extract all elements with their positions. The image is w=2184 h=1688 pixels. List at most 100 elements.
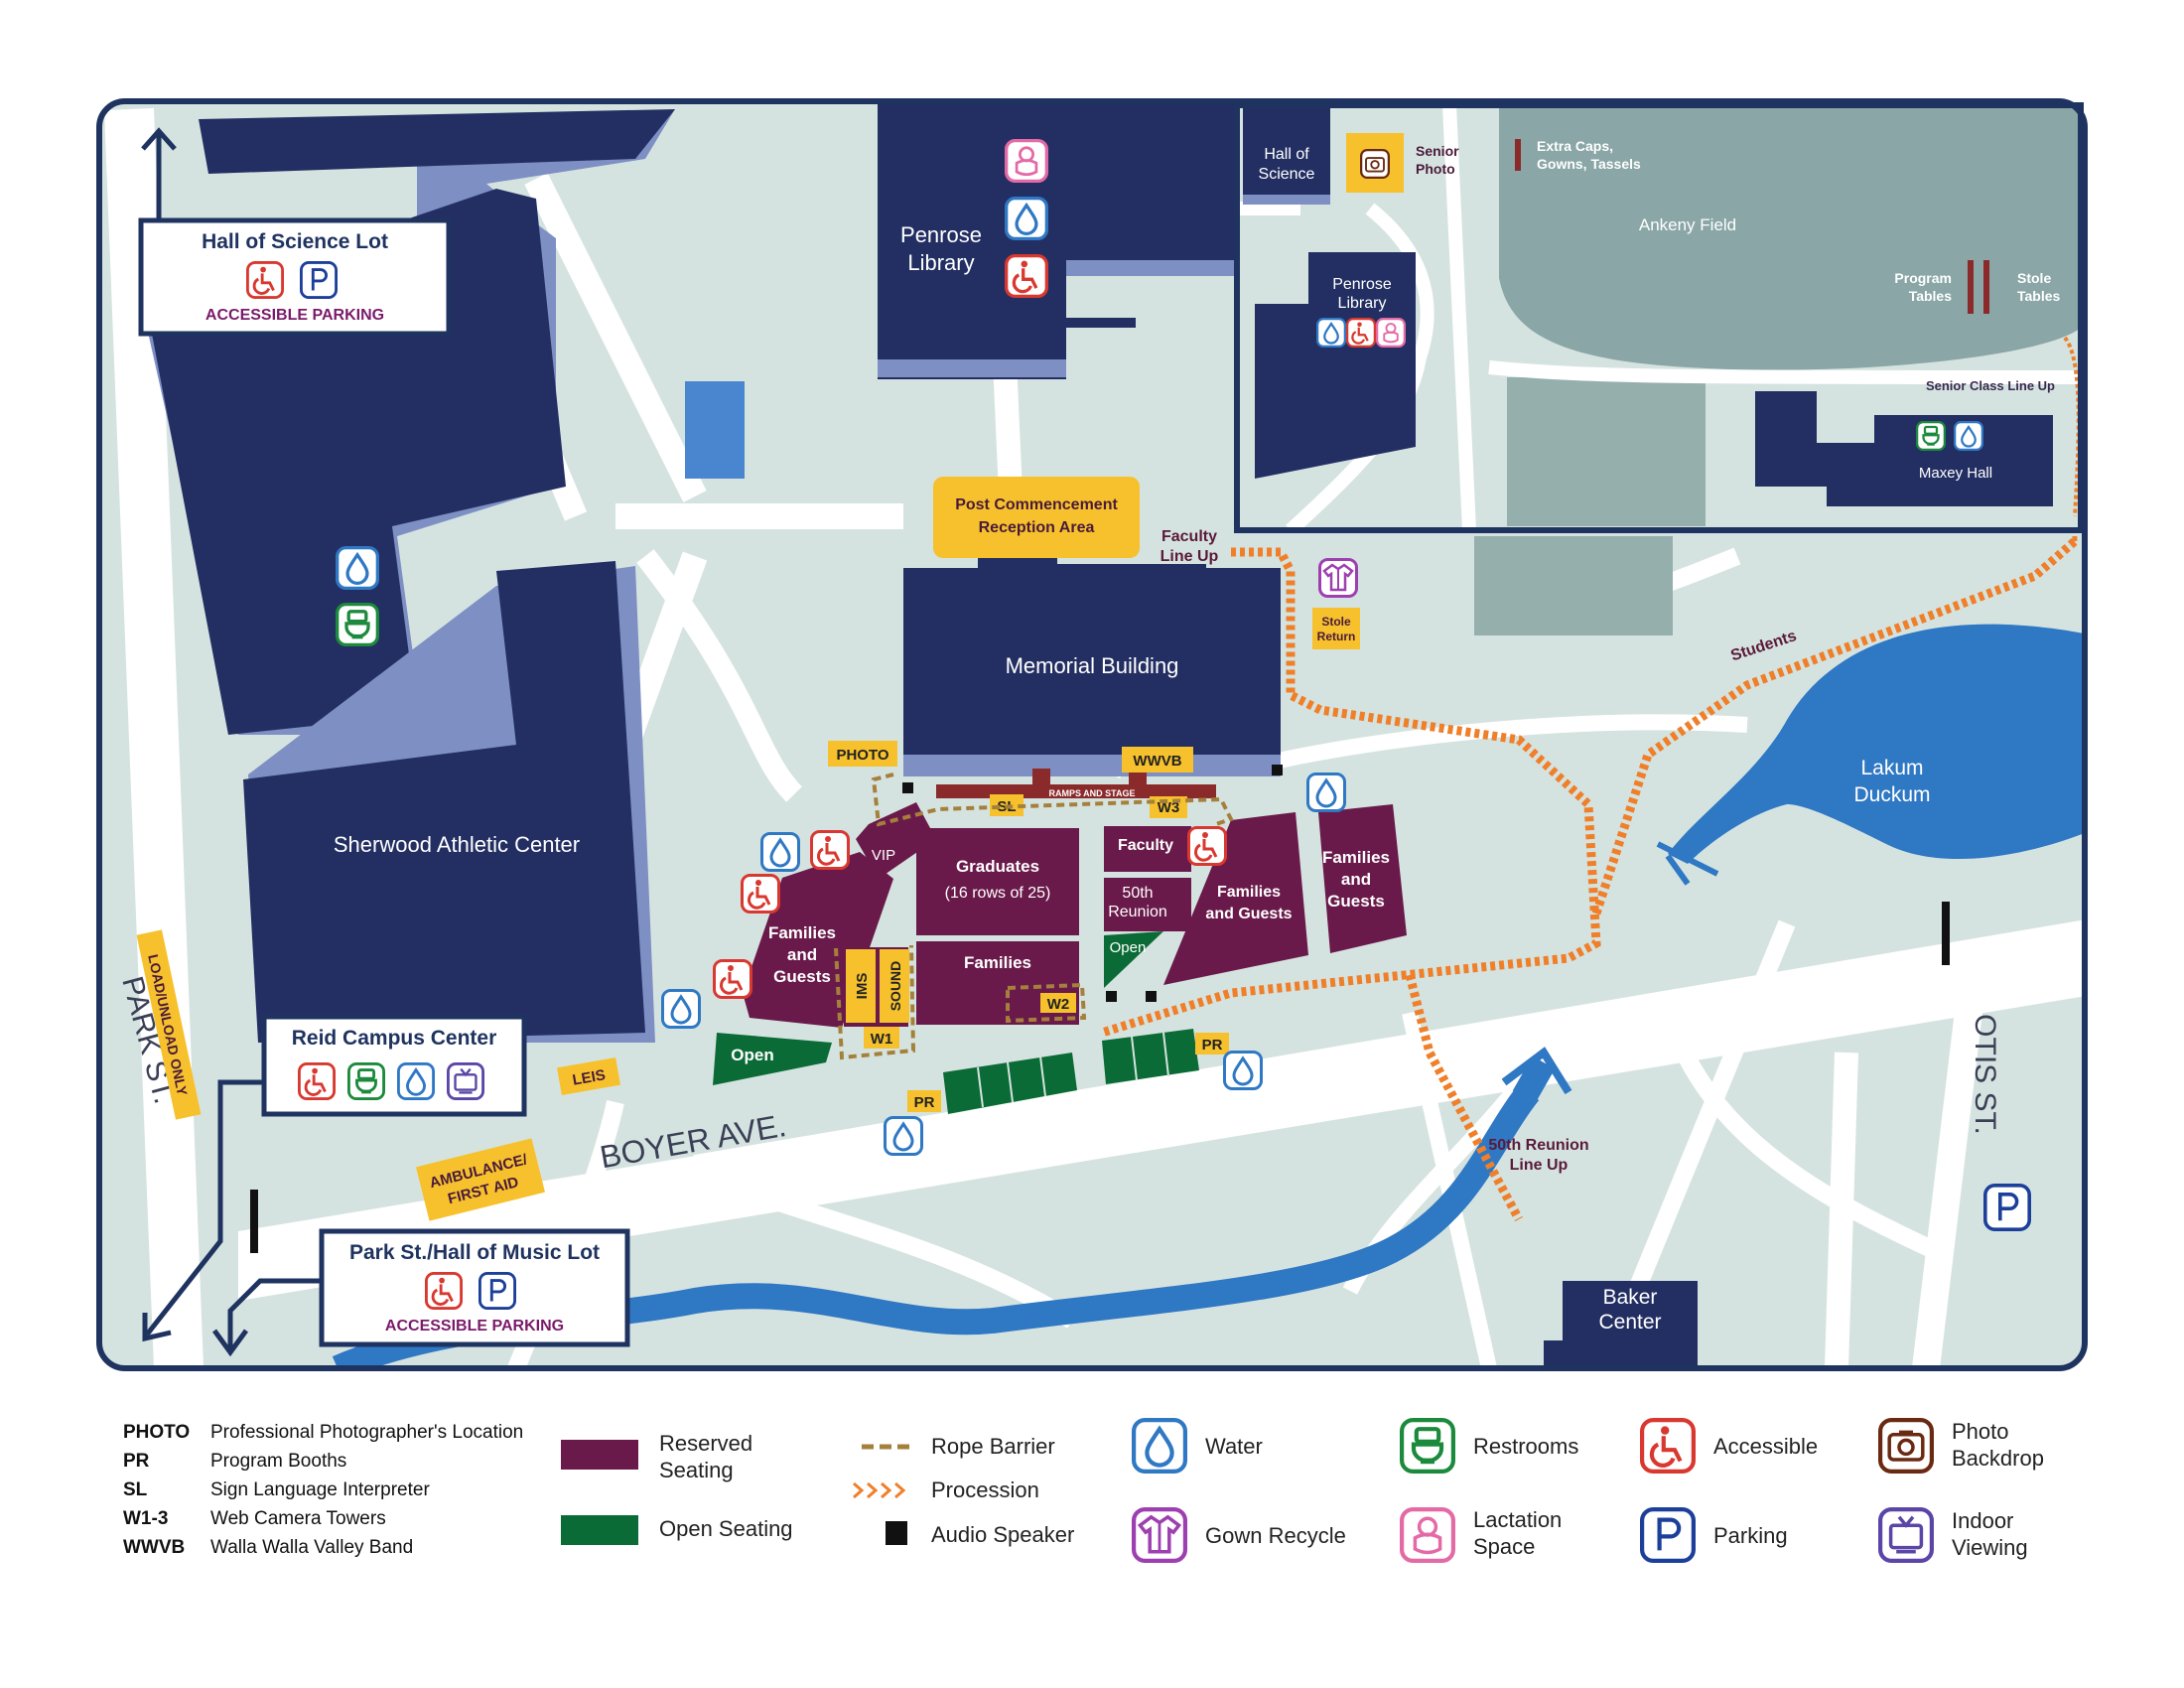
- ramps-label: RAMPS AND STAGE: [1048, 788, 1135, 798]
- ankeny-label: Ankeny Field: [1639, 215, 1736, 234]
- restroom-icon: [347, 1062, 385, 1100]
- fg-far-1: Families: [1322, 848, 1390, 867]
- lakum-label-2: Duckum: [1853, 783, 1930, 806]
- senior-photo-2: Photo: [1416, 161, 1455, 177]
- gown-recycle-icon: [1318, 558, 1358, 598]
- park-music-lot-box: Park St./Hall of Music Lot ACCESSIBLE PA…: [319, 1228, 630, 1347]
- reception-label-2: Reception Area: [979, 519, 1095, 536]
- street-barrier-left: [250, 1190, 258, 1253]
- stole-return-1: Stole: [1321, 615, 1351, 629]
- stole-tables-1: Stole: [2017, 270, 2051, 286]
- stole-tables-2: Tables: [2017, 288, 2061, 304]
- accessible-icon: [1005, 254, 1048, 298]
- extra-caps-2: Gowns, Tassels: [1537, 156, 1641, 172]
- sherwood-label: Sherwood Athletic Center: [334, 832, 580, 857]
- ankeny-field: [1499, 107, 2079, 370]
- inset-hos-2: Science: [1259, 166, 1315, 183]
- reception-area: [933, 477, 1140, 558]
- families-center-label: Families: [964, 953, 1031, 972]
- audio-speakers: [902, 765, 1283, 1002]
- families-guests-far-right: [1318, 804, 1407, 953]
- reunion-label-1: 50th: [1122, 885, 1153, 902]
- arrow-music-lot: [227, 1278, 334, 1348]
- vip-label: VIP: [872, 847, 895, 864]
- street-barrier-right: [1942, 902, 1950, 965]
- w2-label: W2: [1047, 996, 1070, 1013]
- program-tables-1: Program: [1894, 270, 1952, 286]
- graduates-rows: (16 rows of 25): [945, 885, 1051, 902]
- open-seating-left: [713, 1033, 832, 1085]
- fg-far-2: and: [1341, 870, 1371, 889]
- inset-penrose-1: Penrose: [1332, 276, 1392, 293]
- reunion-label-2: Reunion: [1108, 904, 1167, 920]
- fg-left-1: Families: [768, 923, 836, 942]
- inset-hall-of-science: [1243, 107, 1330, 195]
- accessible-icon: [1346, 318, 1376, 348]
- fg-far-3: Guests: [1327, 892, 1385, 911]
- legend-graphics: [561, 1420, 1932, 1561]
- penrose-library: Penrose Library: [878, 101, 1241, 379]
- lakum-label-1: Lakum: [1860, 757, 1923, 779]
- hall-of-science-lot-accessible: ACCESSIBLE PARKING: [205, 307, 384, 324]
- baker-label-1: Baker: [1603, 1286, 1658, 1309]
- senior-lineup-label: Senior Class Line Up: [1926, 378, 2055, 393]
- photo-tag: [828, 741, 897, 767]
- reception-label-1: Post Commencement: [955, 496, 1118, 513]
- rope-barriers: [834, 773, 1234, 1060]
- parking-icon: [1642, 1509, 1694, 1561]
- lactation-icon: [1402, 1509, 1453, 1561]
- otis-st-label: OTIS ST.: [1969, 1014, 2001, 1135]
- legend-reserved-swatch: [561, 1440, 638, 1470]
- inset-hos-1: Hall of: [1264, 146, 1309, 163]
- parking-icon: [300, 261, 338, 299]
- open-small: [1104, 931, 1163, 988]
- hall-of-science-lot-box: Hall of Science Lot ACCESSIBLE PARKING: [138, 217, 452, 337]
- park-music-lot-title: Park St./Hall of Music Lot: [349, 1241, 600, 1264]
- faculty-lineup-1: Faculty: [1161, 528, 1217, 545]
- baker-center: Baker Center: [1544, 1281, 1698, 1368]
- lactation-icon: [1005, 139, 1048, 183]
- fg-right-2: and Guests: [1205, 906, 1292, 922]
- memorial-label: Memorial Building: [1006, 653, 1179, 678]
- graduates-seating: [916, 828, 1079, 935]
- open-small-label: Open: [1110, 939, 1147, 956]
- direction-arrows: [141, 127, 334, 1357]
- fg-left-2: and: [787, 945, 817, 964]
- photo-backdrop-icon: [1360, 149, 1390, 179]
- stole-return-tag: [1312, 608, 1360, 649]
- pr-label-left: PR: [914, 1094, 935, 1111]
- inset-penrose: [1255, 252, 1416, 479]
- restroom-icon: [1402, 1420, 1453, 1472]
- water-icon: [661, 989, 701, 1029]
- inset-map: Hall of Science Senior Photo Extra Caps,…: [1234, 102, 2084, 533]
- water-icon: [884, 1116, 923, 1156]
- parking-icon: [478, 1272, 516, 1310]
- boyer-ave-road: [238, 923, 2085, 1301]
- photo-label: PHOTO: [836, 747, 888, 764]
- water-icon: [1134, 1420, 1185, 1472]
- wwvb-label: WWVB: [1133, 753, 1181, 770]
- leis-tag: LEIS: [557, 1057, 620, 1095]
- reunion-seating: [1104, 878, 1191, 931]
- reunion-lineup-2: Line Up: [1510, 1157, 1569, 1174]
- pr-label-right: PR: [1202, 1037, 1223, 1054]
- penrose-label-2: Library: [907, 250, 974, 275]
- sound-label: SOUND: [887, 961, 903, 1012]
- water-icon: [397, 1062, 435, 1100]
- restroom-icon: [336, 603, 379, 646]
- ims-tag: [846, 949, 876, 1023]
- reid-campus-center-box: Reid Campus Center: [261, 1014, 527, 1117]
- water-icon: [1223, 1051, 1263, 1090]
- fg-right-1: Families: [1217, 884, 1281, 901]
- fg-left-3: Guests: [773, 967, 831, 986]
- sound-tag: [880, 949, 909, 1023]
- extra-caps-1: Extra Caps,: [1537, 138, 1613, 154]
- indoor-viewing-icon: [1880, 1509, 1932, 1561]
- accessible-icon: [298, 1062, 336, 1100]
- blue-structure: [685, 381, 745, 479]
- faculty-seating: [1104, 826, 1191, 872]
- vip-seating: [856, 802, 936, 879]
- baker-label-2: Center: [1598, 1311, 1661, 1334]
- senior-photo-1: Senior: [1416, 143, 1459, 159]
